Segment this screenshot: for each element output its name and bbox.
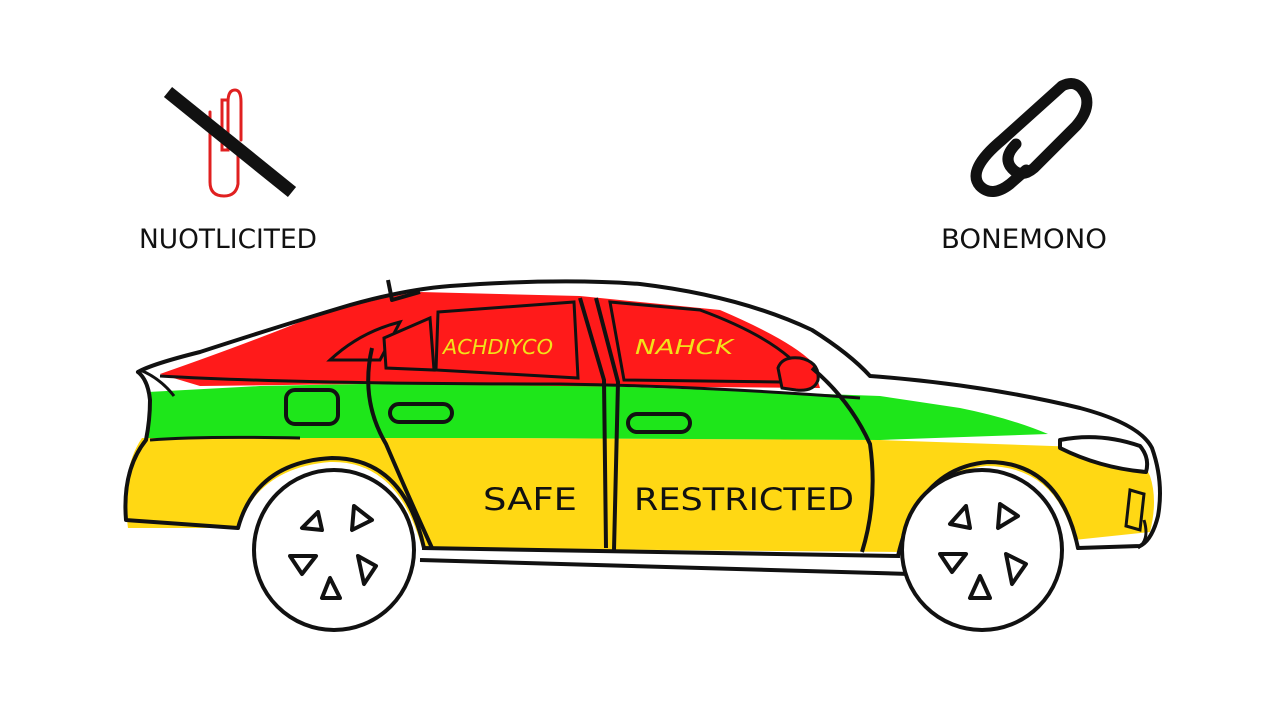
rear-wheel	[252, 468, 416, 632]
green-zone	[146, 384, 1048, 440]
b-pillar	[578, 297, 621, 551]
car	[123, 279, 1162, 576]
rear-window-text: ACHDIYCO	[441, 335, 553, 359]
rear-window	[434, 300, 580, 380]
fuel-cap	[284, 388, 340, 426]
headlight	[1058, 435, 1150, 474]
front-door-seam	[810, 366, 875, 553]
restricted-zone-label: RESTRICTED	[634, 482, 854, 518]
rear-door-seam	[366, 347, 434, 549]
yellow-zone	[125, 438, 1154, 552]
taillight	[139, 368, 176, 397]
side-mirror	[776, 356, 820, 392]
safe-zone-label: SAFE	[483, 482, 577, 518]
front-window-text: NAHCK	[635, 335, 736, 359]
rear-door-handle	[388, 402, 454, 424]
left-icon-caption: NUOTLICITED	[139, 224, 317, 255]
right-icon-caption: BONEMONO	[941, 224, 1107, 255]
link-icon	[970, 78, 1093, 197]
no-object-icon	[163, 86, 297, 198]
front-door-handle	[626, 412, 692, 434]
front-wheel	[900, 468, 1064, 632]
